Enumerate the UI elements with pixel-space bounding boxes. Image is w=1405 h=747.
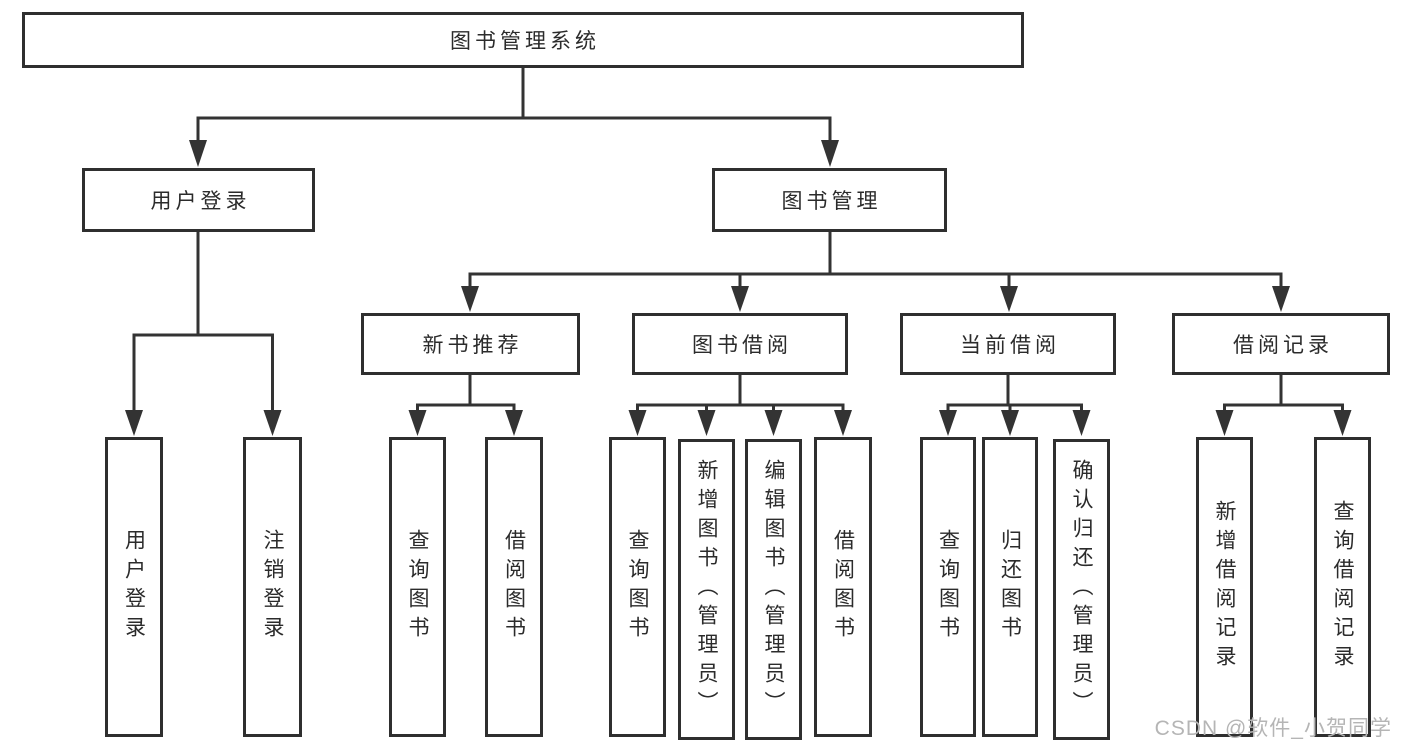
node-library-management-system: 图书管理系统 bbox=[22, 12, 1024, 68]
node-user-login: 用户登录 bbox=[82, 168, 315, 232]
node-label: 查询图书 bbox=[626, 529, 649, 645]
node-label: 归还图书 bbox=[998, 529, 1022, 645]
node-label: 查询图书 bbox=[406, 529, 429, 645]
leaf-query-books-1: 查询图书 bbox=[389, 437, 446, 737]
node-label: 新书推荐 bbox=[422, 334, 523, 357]
node-book-borrowing: 图书借阅 bbox=[632, 313, 848, 375]
node-label: 查询借阅记录 bbox=[1331, 500, 1354, 674]
leaf-return-books: 归还图书 bbox=[982, 437, 1038, 737]
node-label: 确认归还（管理员） bbox=[1070, 459, 1093, 720]
node-label: 图书管理 bbox=[781, 190, 882, 213]
node-label: 图书借阅 bbox=[692, 334, 792, 357]
leaf-edit-books-admin: 编辑图书（管理员） bbox=[745, 439, 802, 740]
node-label: 借阅记录 bbox=[1233, 334, 1333, 357]
watermark: CSDN @软件_小贺同学 bbox=[1154, 717, 1392, 740]
leaf-logout-login: 注销登录 bbox=[243, 437, 302, 737]
node-borrow-records: 借阅记录 bbox=[1172, 313, 1390, 375]
node-label: 新增图书（管理员） bbox=[695, 459, 718, 720]
node-label: 新增借阅记录 bbox=[1213, 500, 1236, 674]
node-label: 用户登录 bbox=[122, 529, 146, 645]
leaf-query-borrow-record: 查询借阅记录 bbox=[1314, 437, 1371, 737]
leaf-query-books-3: 查询图书 bbox=[920, 437, 976, 737]
leaf-borrow-books-2: 借阅图书 bbox=[814, 437, 872, 737]
leaf-confirm-return-admin: 确认归还（管理员） bbox=[1053, 439, 1110, 740]
leaf-borrow-books-1: 借阅图书 bbox=[485, 437, 543, 737]
node-label: 图书管理系统 bbox=[450, 30, 600, 53]
node-label: 借阅图书 bbox=[502, 529, 526, 645]
node-label: 当前借阅 bbox=[960, 334, 1060, 357]
node-label: 注销登录 bbox=[261, 529, 284, 645]
leaf-add-borrow-record: 新增借阅记录 bbox=[1196, 437, 1253, 737]
leaf-query-books-2: 查询图书 bbox=[609, 437, 666, 737]
node-label: 查询图书 bbox=[936, 529, 960, 645]
leaf-add-books-admin: 新增图书（管理员） bbox=[678, 439, 735, 740]
leaf-user-login: 用户登录 bbox=[105, 437, 163, 737]
node-label: 编辑图书（管理员） bbox=[762, 459, 785, 720]
node-label: 借阅图书 bbox=[831, 529, 855, 645]
node-current-borrowing: 当前借阅 bbox=[900, 313, 1116, 375]
node-book-management: 图书管理 bbox=[712, 168, 947, 232]
node-label: 用户登录 bbox=[150, 190, 251, 213]
node-new-book-recommend: 新书推荐 bbox=[361, 313, 580, 375]
